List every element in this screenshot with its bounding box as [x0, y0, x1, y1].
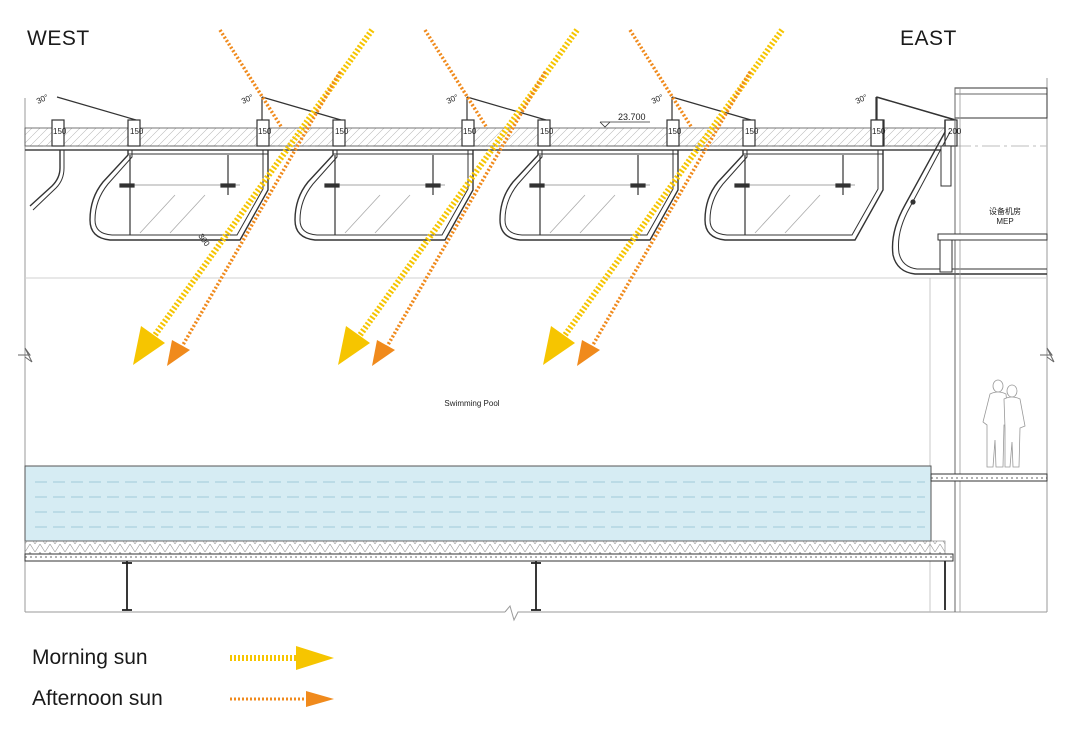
east-label: EAST: [900, 27, 957, 50]
morning-ray-head: [338, 326, 370, 365]
angle-annotations: 30° 30° 30° 30° 30°: [35, 93, 869, 106]
angle-label: 30°: [35, 93, 50, 106]
afternoon-sun-rays: [167, 29, 752, 366]
room-en-label: MEP: [996, 217, 1013, 226]
dim-label: 150: [258, 127, 272, 136]
morning-ray: [145, 28, 375, 347]
dim-label: 200: [948, 127, 962, 136]
afternoon-ray-head: [167, 340, 190, 366]
morning-sun-rays: [133, 28, 785, 365]
angle-label: 30°: [445, 93, 460, 106]
roof-slab: [24, 127, 946, 151]
dim-label: 150: [745, 127, 759, 136]
afternoon-ray: [383, 71, 547, 351]
side-dim-label: 300: [196, 232, 211, 249]
dim-label: 150: [463, 127, 477, 136]
dim-label: 150: [872, 127, 886, 136]
legend-morning-label: Morning sun: [32, 646, 148, 669]
elevation-label: 23.700: [618, 112, 646, 122]
afternoon-ray-head: [372, 340, 395, 366]
dim-label: 150: [53, 127, 67, 136]
skylight-module-1: [89, 96, 342, 241]
morning-ray: [555, 28, 785, 347]
dim-label: 150: [540, 127, 554, 136]
elevation-mark: 23.700: [599, 112, 650, 128]
dim-label: 150: [335, 127, 349, 136]
legend-morning-arrow: [230, 646, 334, 670]
morning-ray-head: [543, 326, 575, 365]
angle-label: 30°: [650, 93, 665, 106]
pool-label: Swimming Pool: [444, 399, 499, 408]
people-icon: [982, 379, 1026, 468]
afternoon-ray-upper: [218, 29, 284, 129]
dimension-annotations: 150 150 150 150 150 150 150 150 150 200 …: [53, 127, 962, 249]
west-label: WEST: [27, 27, 90, 50]
dim-label: 150: [130, 127, 144, 136]
afternoon-ray-upper: [423, 29, 489, 129]
morning-ray-head: [133, 326, 165, 365]
skylight-module-east: [870, 87, 1048, 612]
afternoon-ray: [178, 71, 342, 351]
dim-label: 150: [668, 127, 682, 136]
legend-afternoon-arrow: [230, 691, 334, 707]
pool-water: [24, 465, 954, 562]
columns: [122, 561, 946, 611]
afternoon-ray-head: [577, 340, 600, 366]
east-floor: [930, 473, 1048, 482]
room-cn-label: 设备机房: [989, 206, 1021, 216]
angle-label: 30°: [240, 93, 255, 106]
legend-afternoon-label: Afternoon sun: [32, 687, 163, 710]
skylight-module-0: [29, 96, 137, 211]
afternoon-ray: [588, 71, 752, 351]
afternoon-ray-upper: [628, 29, 694, 129]
angle-label: 30°: [854, 93, 869, 106]
morning-ray: [350, 28, 580, 347]
